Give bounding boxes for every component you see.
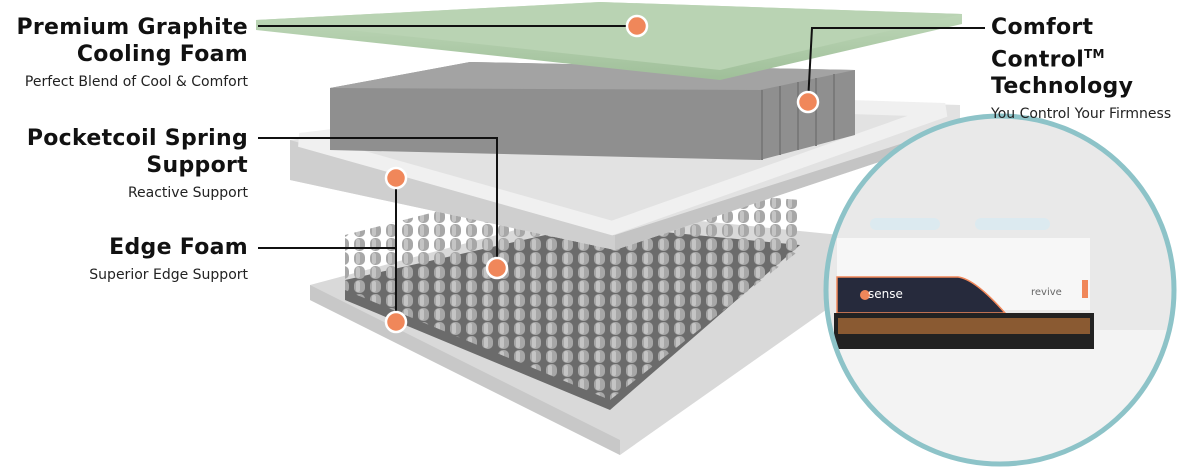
edge-subtitle: Superior Edge Support <box>89 267 248 283</box>
graphite-title-line1: Premium Graphite <box>16 15 248 40</box>
edge-marker-dot-bottom <box>384 310 408 334</box>
comfort-title-line1: Comfort Control <box>991 15 1094 73</box>
pocketcoil-title-line1: Pocketcoil Spring <box>26 126 248 151</box>
pocketcoil-title-line2: Support <box>146 153 248 178</box>
graphite-marker-dot <box>625 14 649 38</box>
comfort-title-line2: Technology <box>991 74 1134 100</box>
graphite-title-line2: Cooling Foam <box>76 42 248 67</box>
comfort-label: Comfort ControlTM Technology You Control… <box>991 14 1200 124</box>
inset-brand-text: sense <box>868 287 903 301</box>
callout-lines <box>258 25 985 322</box>
edge-marker-dot-top <box>384 166 408 190</box>
pocketcoil-marker-dot <box>485 256 509 280</box>
comfort-subtitle: You Control Your Firmness <box>991 106 1172 123</box>
graphite-subtitle: Perfect Blend of Cool & Comfort <box>24 74 248 90</box>
graphite-cooling-foam-layer <box>256 2 962 80</box>
pocketcoil-subtitle: Reactive Support <box>127 185 248 201</box>
comfort-marker-dot <box>796 90 820 114</box>
mattress-photo-inset <box>823 113 1177 467</box>
pocketcoil-label: Pocketcoil Spring Support Reactive Suppo… <box>27 125 248 203</box>
trademark: TM <box>1084 47 1105 61</box>
edge-foam-label: Edge Foam Superior Edge Support <box>89 234 248 285</box>
inset-product-text: revive <box>1031 287 1062 298</box>
edge-title: Edge Foam <box>109 235 248 260</box>
comfort-control-layer <box>330 62 855 160</box>
graphite-label: Premium Graphite Cooling Foam Perfect Bl… <box>16 14 248 92</box>
